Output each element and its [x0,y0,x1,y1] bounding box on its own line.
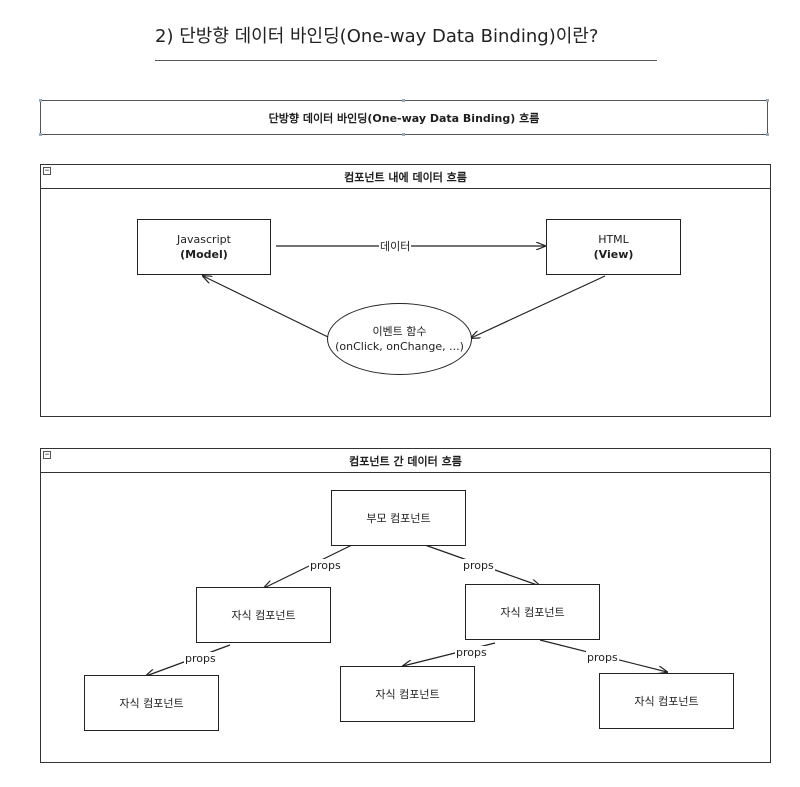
frame-component-internal-flow[interactable]: − 컴포넌트 내에 데이터 흐름 [40,164,771,417]
frame-title: 컴포넌트 간 데이터 흐름 [349,454,462,468]
edge-label-data: 데이터 [379,238,412,254]
node-parent-component[interactable]: 부모 컴포넌트 [331,490,466,546]
heading-divider [155,60,657,61]
node-label: 자식 컴포넌트 [119,696,184,710]
node-child-component-left[interactable]: 자식 컴포넌트 [196,587,331,643]
selection-handle[interactable] [402,133,405,136]
arrow-html-to-event [471,275,606,338]
node-label: 자식 컴포넌트 [500,605,565,619]
node-label: 부모 컴포넌트 [366,511,431,525]
selection-handle[interactable] [39,99,42,102]
node-label: HTML [598,233,629,246]
node-sublabel: (View) [593,248,634,261]
node-html-view[interactable]: HTML (View) [546,219,681,275]
edge-label-props: props [184,652,217,665]
node-grandchild-component-1[interactable]: 자식 컴포넌트 [84,675,219,731]
edge-label-props: props [455,646,488,659]
node-label: 자식 컴포넌트 [231,608,296,622]
collapse-icon[interactable]: − [43,167,51,175]
frame-header: − 컴포넌트 내에 데이터 흐름 [41,165,770,189]
selection-handle[interactable] [402,99,405,102]
node-javascript-model[interactable]: Javascript (Model) [137,219,271,275]
edge-label-props: props [309,559,342,572]
frame-inter-component-flow[interactable]: − 컴포넌트 간 데이터 흐름 [40,448,771,763]
selection-handle[interactable] [766,133,769,136]
node-grandchild-component-2[interactable]: 자식 컴포넌트 [340,666,475,722]
banner-title: 단방향 데이터 바인딩(One-way Data Binding) 흐름 [268,111,540,125]
node-grandchild-component-3[interactable]: 자식 컴포넌트 [599,673,734,729]
node-label: 이벤트 함수 [372,325,427,338]
node-label: 자식 컴포넌트 [634,694,699,708]
node-sublabel: (Model) [180,248,228,261]
page-heading: 2) 단방향 데이터 바인딩(One-way Data Binding)이란? [155,26,599,47]
arrow-parent-to-child-left [264,544,353,588]
node-label: 자식 컴포넌트 [375,687,440,701]
selection-handle[interactable] [766,99,769,102]
collapse-icon[interactable]: − [43,451,51,459]
node-child-component-right[interactable]: 자식 컴포넌트 [465,584,600,640]
edge-label-props: props [462,559,495,572]
frame-title: 컴포넌트 내에 데이터 흐름 [344,170,467,184]
node-label: Javascript [177,233,231,246]
arrow-event-to-js [203,276,329,338]
node-event-function[interactable]: 이벤트 함수 (onClick, onChange, ...) [327,303,472,375]
selection-handle[interactable] [39,133,42,136]
edge-label-props: props [586,651,619,664]
node-sublabel: (onClick, onChange, ...) [335,340,464,353]
frame-header: − 컴포넌트 간 데이터 흐름 [41,449,770,473]
